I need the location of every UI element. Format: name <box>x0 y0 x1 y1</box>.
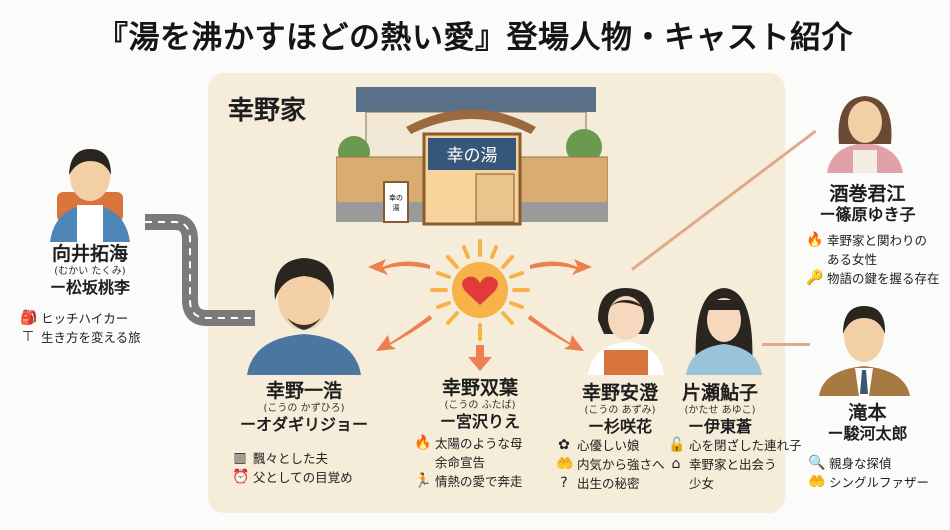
traits-takimoto: 🔍親身な探偵 🤲シングルファザー <box>808 455 930 490</box>
character-futaba: 幸野双葉 (こうの ふたば) ー宮沢りえ <box>439 377 520 431</box>
flame-icon: 🔥 <box>806 232 824 248</box>
traits-ayuko: 🔓心を閉ざした連れ子 ⌂幸野家と出会う 少女 <box>668 437 802 491</box>
character-ayuko: 片瀬鮎子 (かたせ あゆこ) ー伊東蒼 <box>681 382 758 436</box>
traits-kimie: 🔥幸野家と関わりの ある女性 🔑物語の鍵を握る存在 <box>806 232 940 286</box>
arrow-icons <box>368 259 592 371</box>
family-label: 幸野家 <box>228 96 307 126</box>
backpack-icon: 🎒 <box>20 310 38 326</box>
portrait-kimie <box>825 88 905 173</box>
character-takumi: 向井拓海 (むかい たくみ) ー松坂桃李 <box>20 243 160 298</box>
fence-icon: ▥ <box>233 450 247 466</box>
home-icon: ⌂ <box>671 456 681 472</box>
hands-question-icon: 🤲 <box>556 456 574 472</box>
alarm-clock-icon: ⏰ <box>232 469 250 485</box>
flame-icon: 🔥 <box>414 435 432 451</box>
svg-text:幸の湯: 幸の湯 <box>447 146 498 166</box>
character-azumi: 幸野安澄 (こうの あずみ) ー杉咲花 <box>581 382 658 436</box>
unlock-icon: 🔓 <box>668 437 686 453</box>
road-connector <box>145 210 255 330</box>
flower-icon: ✿ <box>558 437 570 453</box>
search-icon: 🔍 <box>808 455 826 471</box>
character-kimie: 酒巻君江 ー篠原ゆき子 <box>819 183 916 224</box>
character-kazuhiro: 幸野一浩 (こうの かずひろ) ーオダギリジョー <box>239 380 368 434</box>
bathhouse-illustration: 幸の湯 幸の 湯 <box>336 82 608 232</box>
portrait-kazuhiro <box>243 250 365 375</box>
traits-takumi: 🎒ヒッチハイカー ⊤生き方を変える旅 <box>20 310 141 345</box>
character-kana: (むかい たくみ) <box>54 266 126 277</box>
question-icon: ? <box>560 475 568 491</box>
love-sun-diagram <box>360 235 600 375</box>
portrait-ayuko <box>684 280 764 375</box>
heart-icon <box>462 276 498 305</box>
svg-text:幸の: 幸の <box>389 194 403 202</box>
hands-heart-icon: 🤲 <box>808 474 826 490</box>
signpost-icon: ⊤ <box>21 329 35 345</box>
traits-kazuhiro: ▥飄々とした夫 ⏰父としての目覚め <box>232 450 353 485</box>
portrait-takimoto <box>817 296 912 396</box>
page-title: 『湯を沸かすほどの熱い愛』登場人物・キャスト紹介 <box>97 20 853 56</box>
running-icon: 🏃 <box>414 473 432 489</box>
portrait-takumi <box>45 137 135 242</box>
actor-name: ー松坂桃李 <box>49 278 130 297</box>
svg-text:湯: 湯 <box>393 203 400 212</box>
portrait-azumi <box>586 280 666 375</box>
key-icon: 🔑 <box>806 270 824 286</box>
character-takimoto: 滝本 ー駿河太郎 <box>827 402 908 443</box>
character-name: 向井拓海 <box>51 243 128 265</box>
traits-futaba: 🔥太陽のような母 余命宣告 🏃情熱の愛で奔走 <box>414 435 523 489</box>
connector-line-takimoto <box>762 343 810 346</box>
traits-azumi: ✿心優しい娘 🤲内気から強さへ ?出生の秘密 <box>556 437 665 491</box>
